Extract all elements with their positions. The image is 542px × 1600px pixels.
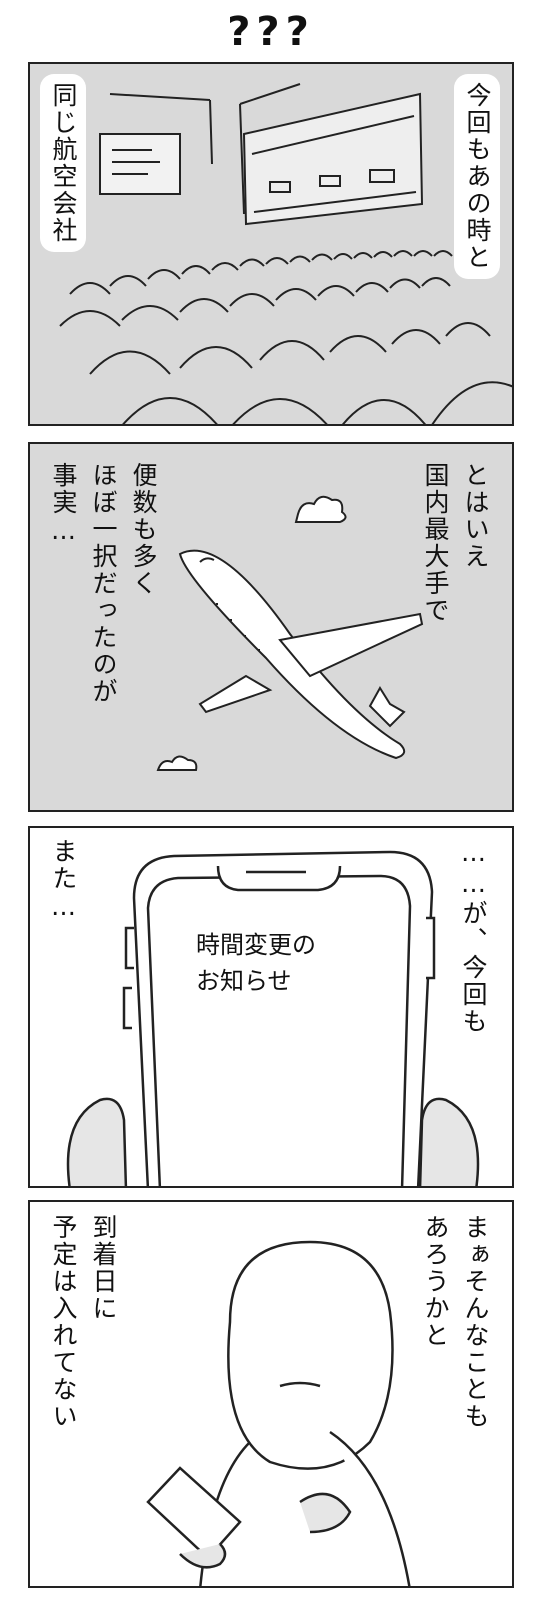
caption-left: 同じ航空会社	[40, 74, 86, 252]
caption-left-col2: ほぼ一択だったのが	[89, 462, 118, 705]
phone-screen-line1: 時間変更の	[196, 931, 316, 959]
panel-person: まぁそんなことも あろうかと 到着日に 予定は入れてない	[28, 1200, 514, 1588]
phone-drawing	[66, 850, 480, 1186]
phone-screen-line2: お知らせ	[196, 967, 292, 995]
caption-left-col1: 到着日に	[89, 1214, 118, 1322]
panel-airplane: とはいえ 国内最大手で 便数も多く ほぼ一択だったのが 事実…	[28, 442, 514, 812]
caption-left: また…	[49, 838, 78, 923]
panel-phone-notice: 時間変更の お知らせ ……が、今回も また…	[28, 826, 514, 1188]
airplane-drawing	[156, 495, 424, 771]
caption-right-col2: あろうかと	[421, 1214, 450, 1349]
gate-drawing	[59, 83, 512, 424]
caption-right: ……が、今回も	[459, 838, 488, 1035]
caption-right-col1: まぁそんなことも	[461, 1214, 490, 1430]
caption-right: 今回もあの時と	[454, 74, 500, 279]
caption-left-col1: 便数も多く	[129, 462, 158, 597]
caption-right-col1: とはいえ	[461, 462, 490, 570]
caption-left-col2: 予定は入れてない	[49, 1214, 78, 1430]
caption-right-col2: 国内最大手で	[421, 462, 450, 624]
caption-left-col3: 事実…	[49, 462, 78, 547]
comic-title: ???	[227, 9, 315, 55]
person-drawing	[146, 1240, 411, 1586]
panel-airport-gate: 今回もあの時と 同じ航空会社	[28, 62, 514, 426]
